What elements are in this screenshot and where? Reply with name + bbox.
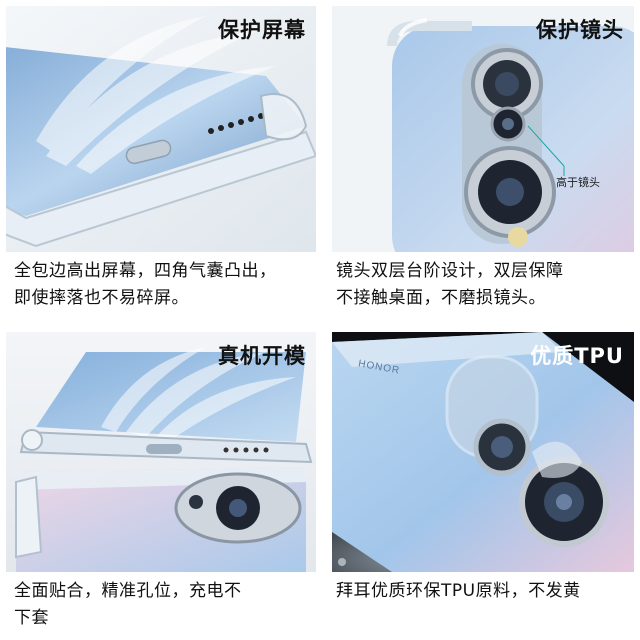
lens-callout-label: 高于镜头 (556, 176, 600, 189)
panel-title: 真机开模 (218, 344, 306, 368)
caption-lens-protection: 镜头双层台阶设计，双层保障 不接触桌面，不磨损镜头。 (336, 258, 636, 312)
panel-screen-protection: 保护屏幕 (6, 6, 316, 252)
premium-tpu-photo (332, 332, 634, 572)
caption-line: 即使摔落也不易碎屏。 (14, 288, 189, 308)
caption-screen-protection: 全包边高出屏幕，四角气囊凸出， 即使摔落也不易碎屏。 (14, 258, 319, 312)
screen-protection-photo (6, 6, 316, 252)
caption-line: 下套 (14, 608, 49, 628)
caption-real-mold: 全面贴合，精准孔位，充电不 下套 (14, 578, 319, 632)
panel-title: 优质TPU (530, 344, 624, 368)
panel-premium-tpu: HONOR 优质TPU (332, 332, 634, 572)
real-mold-photo (6, 332, 316, 572)
caption-line: 镜头双层台阶设计，双层保障 (336, 261, 564, 281)
caption-line: 拜耳优质环保TPU原料，不发黄 (336, 581, 581, 601)
caption-line: 全面贴合，精准孔位，充电不 (14, 581, 242, 601)
panel-title: 保护镜头 (536, 18, 624, 42)
caption-premium-tpu: 拜耳优质环保TPU原料，不发黄 (336, 578, 636, 605)
caption-line: 全包边高出屏幕，四角气囊凸出， (14, 261, 277, 281)
panel-title: 保护屏幕 (218, 18, 306, 42)
panel-lens-protection: 保护镜头 高于镜头 (332, 6, 634, 252)
caption-line: 不接触桌面，不磨损镜头。 (336, 288, 546, 308)
lens-protection-photo (332, 6, 634, 252)
panel-real-mold: 真机开模 (6, 332, 316, 572)
